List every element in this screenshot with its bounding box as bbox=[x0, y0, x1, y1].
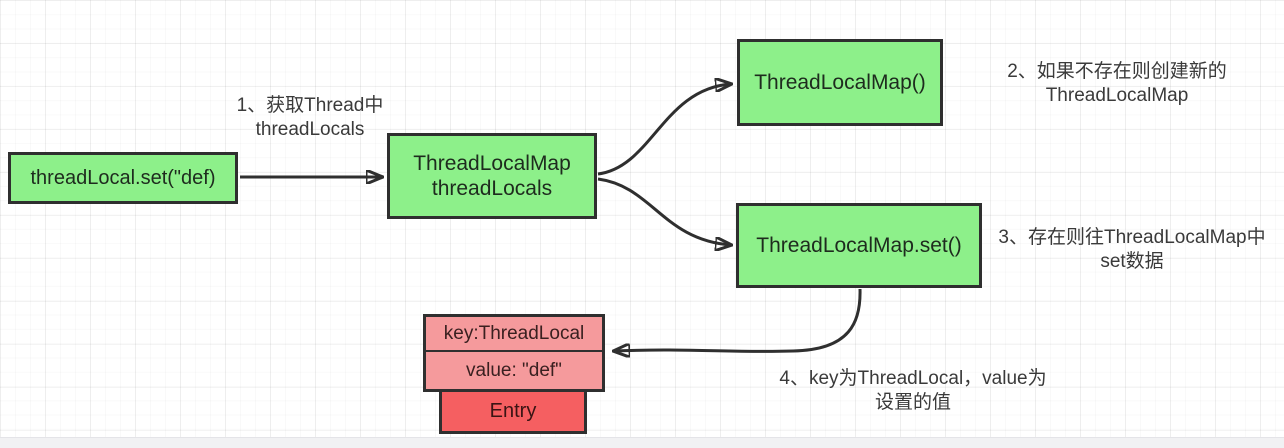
annotation-1: 1、获取Thread中 threadLocals bbox=[220, 94, 400, 142]
node-entry-key: key:ThreadLocal bbox=[423, 314, 605, 353]
annotation-2-line1: 2、如果不存在则创建新的 bbox=[1007, 61, 1227, 82]
annotation-4-line1: 4、key为ThreadLocal，value为 bbox=[779, 368, 1047, 389]
node-threadlocalmap-line1: ThreadLocalMap bbox=[413, 152, 571, 175]
node-threadlocalmap-constructor: ThreadLocalMap() bbox=[737, 39, 943, 126]
annotation-2-line2: ThreadLocalMap bbox=[1045, 85, 1189, 106]
node-threadlocalmap-constructor-label: ThreadLocalMap() bbox=[754, 71, 926, 94]
annotation-3: 3、存在则往ThreadLocalMap中 set数据 bbox=[980, 226, 1284, 274]
arrow-threadlocals-to-ctor bbox=[597, 84, 731, 176]
node-threadlocalmap-set: ThreadLocalMap.set() bbox=[736, 203, 982, 288]
bottom-gutter bbox=[0, 437, 1284, 448]
node-threadlocalmap-line2: threadLocals bbox=[431, 177, 553, 200]
node-threadlocal-set: threadLocal.set("def) bbox=[8, 152, 238, 204]
node-entry-value-label: value: "def" bbox=[466, 360, 562, 381]
node-threadlocalmap-threadlocals: ThreadLocalMap threadLocals bbox=[387, 133, 597, 219]
annotation-1-line2: threadLocals bbox=[255, 119, 365, 140]
node-entry-key-label: key:ThreadLocal bbox=[443, 323, 585, 344]
arrow-threadlocals-to-set bbox=[597, 177, 731, 245]
arrow-set-to-entry bbox=[614, 288, 862, 351]
annotation-4: 4、key为ThreadLocal，value为 设置的值 bbox=[745, 367, 1081, 415]
annotation-1-line1: 1、获取Thread中 bbox=[236, 95, 384, 116]
node-threadlocalmap-set-label: ThreadLocalMap.set() bbox=[756, 234, 962, 257]
node-entry-value: value: "def" bbox=[423, 350, 605, 392]
annotation-3-line2: set数据 bbox=[1100, 251, 1164, 272]
annotation-2: 2、如果不存在则创建新的 ThreadLocalMap bbox=[950, 60, 1284, 108]
annotation-4-line2: 设置的值 bbox=[874, 392, 951, 413]
node-threadlocal-set-label: threadLocal.set("def) bbox=[30, 166, 216, 189]
annotation-3-line1: 3、存在则往ThreadLocalMap中 bbox=[998, 227, 1266, 248]
node-entry: Entry bbox=[439, 389, 587, 434]
node-entry-label: Entry bbox=[489, 400, 537, 422]
